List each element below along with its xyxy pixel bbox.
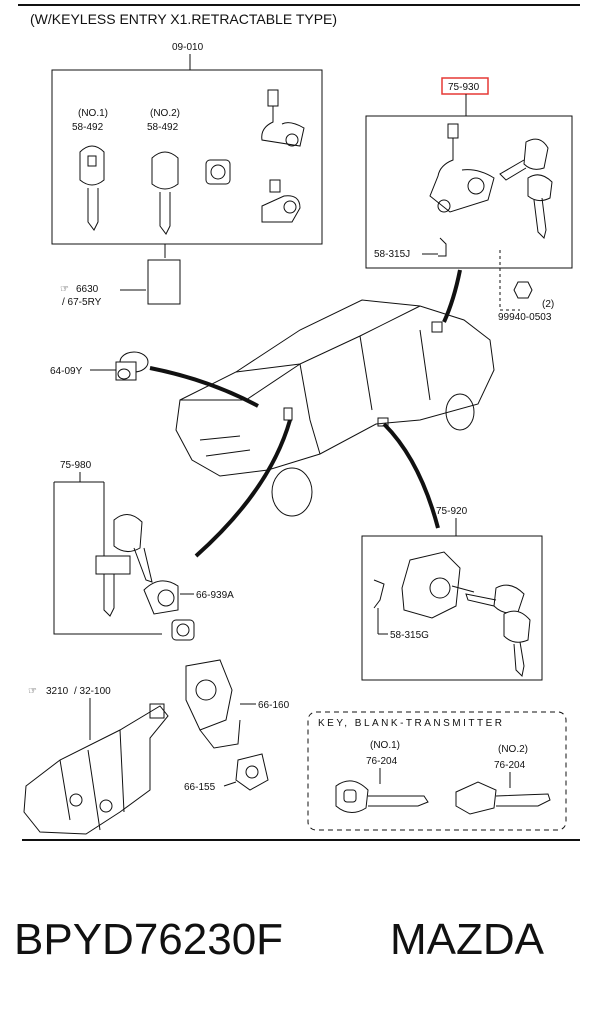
blank-key-no1-icon [335, 780, 429, 813]
box-door-lock [361, 535, 543, 681]
sleeve-icon [147, 259, 181, 305]
leader-trunk [442, 269, 462, 323]
svg-text:/ 67-5RY: / 67-5RY [62, 297, 102, 308]
label-66-155: 66-155 [184, 782, 216, 793]
box-ignition-keyset [51, 69, 323, 245]
leader-door [382, 422, 440, 529]
ref-6630: ☞ 6630 / 67-5RY [60, 284, 102, 308]
label-99940-0503: 99940-0503 [498, 312, 552, 323]
footer-part-number: BPYD76230F [14, 915, 283, 964]
door-lock-assembly-icon [401, 551, 475, 619]
label-blank-no1: (NO.1) [370, 740, 400, 751]
svg-text:/ 32-100: / 32-100 [74, 686, 111, 697]
svg-text:6630: 6630 [76, 284, 99, 295]
ignition-switch-icon [185, 659, 241, 749]
key-no1-icon [79, 145, 105, 231]
ignition-unit-icon [235, 753, 269, 791]
trunk-lock-assembly-icon [429, 123, 495, 213]
label-key-no2: (NO.2) [150, 108, 180, 119]
box-trunk-lock [365, 115, 573, 269]
nut-icon [513, 281, 533, 299]
label-blank-part1: 76-204 [366, 756, 398, 767]
label-09-010: 09-010 [172, 42, 204, 53]
ignition-key-icon [113, 514, 153, 583]
label-key-no2-part: 58-492 [147, 122, 179, 133]
diagram-title: (W/KEYLESS ENTRY X1.RETRACTABLE TYPE) [30, 11, 337, 27]
label-qty-2: (2) [542, 299, 554, 310]
blank-key-no2-icon [455, 781, 551, 815]
switch-icon [171, 619, 195, 641]
leader-cylinder [149, 366, 259, 408]
key-pair-icon [499, 138, 553, 239]
label-66-939a: 66-939A [196, 590, 234, 601]
trunk-cylinder-icon [261, 179, 301, 223]
svg-text:3210: 3210 [46, 686, 69, 697]
pointing-hand-icon-2: ☞ [28, 686, 37, 697]
cylinder-part-icon [205, 159, 231, 185]
door-key-icon [465, 584, 531, 678]
label-58-315j: 58-315J [374, 249, 410, 260]
ignition-cylinder-icon [95, 555, 131, 617]
rod-icon [373, 579, 385, 609]
box-key-blank [307, 711, 567, 831]
label-75-980: 75-980 [60, 460, 92, 471]
small-cylinder-icon [115, 351, 149, 381]
label-58-315g: 58-315G [390, 630, 429, 641]
label-blank-no2: (NO.2) [498, 744, 528, 755]
label-64-09y: 64-09Y [50, 366, 83, 377]
pointing-hand-icon: ☞ [60, 284, 69, 295]
key-no2-icon [151, 151, 179, 235]
label-75-920: 75-920 [436, 506, 468, 517]
label-75-930: 75-930 [448, 82, 480, 93]
label-blank-part2: 76-204 [494, 760, 526, 771]
label-key-no1-part: 58-492 [72, 122, 104, 133]
lock-housing-icon [143, 580, 179, 615]
ref-3210: ☞ 3210 / 32-100 [28, 686, 111, 697]
steering-column-icon [23, 703, 169, 835]
bracket-75-980 [53, 482, 162, 635]
leader-ignition [194, 419, 292, 558]
label-key-no1: (NO.1) [78, 108, 108, 119]
label-66-160: 66-160 [258, 700, 290, 711]
car-outline-icon [175, 299, 495, 517]
clip-icon [438, 237, 447, 257]
footer-brand: MAZDA [390, 915, 545, 964]
door-lock-cylinder-icon [261, 89, 305, 147]
label-key-blank-transmitter: KEY, BLANK-TRANSMITTER [318, 718, 505, 729]
highlight-75-930 [441, 77, 489, 95]
